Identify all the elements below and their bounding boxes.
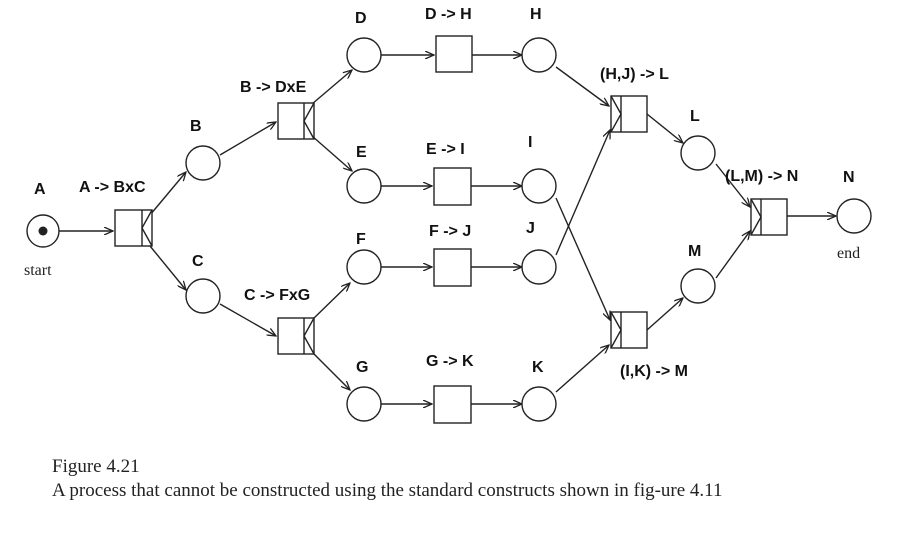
place-C [185,278,221,314]
edges [59,55,836,404]
transition-label-t8: (H,J) -> L [600,66,669,83]
place-L [680,135,716,171]
place-M [680,268,716,304]
transition-label-t2: B -> DxE [240,79,307,96]
transition-label-t4: D -> H [425,6,472,23]
place-labels: A start B C D E F G H I J K L M N end [24,6,860,376]
place-label-L: L [690,108,700,125]
edge-t1-C [149,245,186,290]
place-H [521,37,557,73]
place-label-H: H [530,6,542,23]
place-label-G: G [356,359,368,376]
place-label-J: J [526,220,535,237]
place-label-A: A [34,181,46,198]
transition-t3 [277,317,315,355]
caption-text: A process that cannot be constructed usi… [52,480,723,501]
transition-label-t6: F -> J [429,223,471,240]
place-K [521,386,557,422]
edge-t8-L [646,113,683,143]
transition-label-t10: (L,M) -> N [725,168,798,185]
place-label-B: B [190,118,202,135]
place-label-F: F [356,231,366,248]
edge-J-t8 [555,130,610,256]
place-E [346,168,382,204]
transition-label-t7: G -> K [426,353,474,370]
token-dot [38,226,48,236]
transition-t1 [114,209,153,247]
place-label-E: E [356,144,367,161]
transition-t6 [433,248,472,287]
edge-M-t10 [715,231,750,279]
place-label-D: D [355,10,367,27]
transition-t8 [610,95,648,133]
transition-label-t5: E -> I [426,141,465,158]
transition-label-t3: C -> FxG [244,287,310,304]
transition-t4 [435,35,473,73]
transition-t9 [610,311,648,349]
transition-t7 [433,385,472,424]
edge-H-t8 [555,66,609,106]
place-D [346,37,382,73]
places [26,37,872,422]
place-N [836,198,872,234]
transition-t10 [750,198,788,236]
edge-t2-D [311,70,352,105]
edge-K-t9 [555,345,609,393]
edge-I-t9 [555,197,610,320]
edge-t3-G [311,351,350,390]
end-label: end [837,245,860,262]
transition-t2 [277,102,315,140]
place-I [521,168,557,204]
place-label-N: N [843,169,855,186]
transition-t5 [433,167,472,206]
place-J [521,249,557,285]
transition-label-t9: (I,K) -> M [620,363,688,380]
place-label-C: C [192,253,204,270]
transition-labels: A -> BxC B -> DxE C -> FxG D -> H E -> I… [79,6,798,380]
place-B [185,145,221,181]
start-label: start [24,262,52,279]
edge-t2-E [311,135,352,171]
place-label-K: K [532,359,544,376]
edge-C-t3 [219,303,276,336]
transition-label-t1: A -> BxC [79,179,146,196]
edge-t3-F [311,283,350,321]
edge-B-t2 [219,122,276,156]
edge-t9-M [646,298,683,331]
caption-title: Figure 4.21 [52,456,140,477]
place-label-I: I [528,134,532,151]
edge-L-t10 [715,163,750,207]
transitions [114,35,788,424]
process-diagram: A start B C D E F G H I J K L M N end A … [24,6,872,424]
figure-caption: Figure 4.21 A process that cannot be con… [52,455,852,503]
place-G [346,386,382,422]
place-label-M: M [688,243,701,260]
edge-t1-B [149,172,186,216]
place-F [346,249,382,285]
